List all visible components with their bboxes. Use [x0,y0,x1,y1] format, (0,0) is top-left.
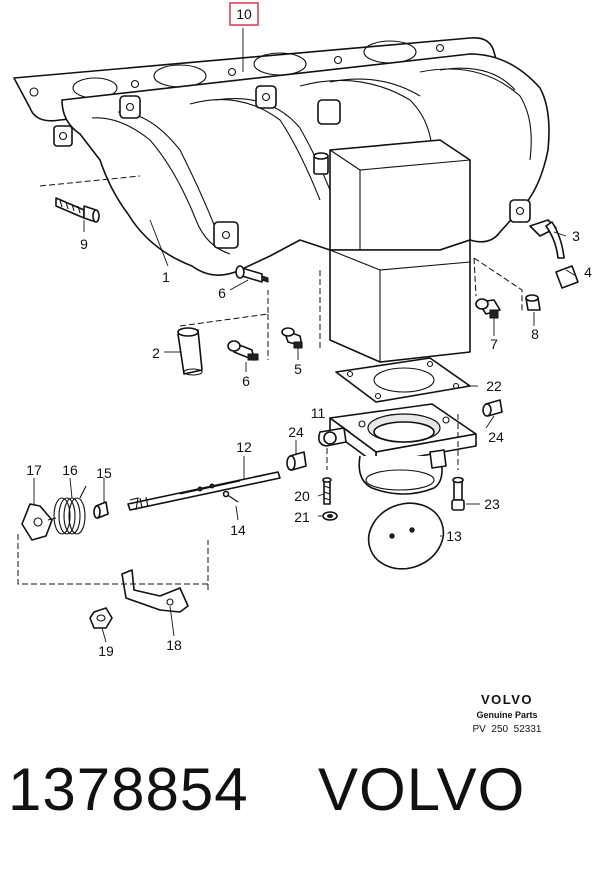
stamp-code: PV 250 52331 [473,724,542,735]
throttle-shaft-12 [127,471,281,511]
callout-22: 22 [486,378,502,394]
callout-8: 8 [531,326,539,342]
fitting-5 [281,327,303,349]
fitting-6-upper [235,265,269,283]
sleeve-2 [177,327,203,376]
callout-3: 3 [572,228,580,244]
fitting-7 [475,298,501,319]
callout-5: 5 [294,361,302,377]
callout-7: 7 [490,336,498,352]
throttle-gasket-22 [335,357,471,403]
callout-1: 1 [162,269,170,285]
callout-2: 2 [152,345,160,361]
assembly-line-2 [179,290,269,327]
assembly-line-5 [473,257,523,312]
callout-24-left: 24 [288,424,304,440]
callout-9: 9 [80,236,88,252]
stamp-subtitle: Genuine Parts [476,710,537,720]
exploded-parts-diagram: 10 1 9 6 2 6 5 3 4 7 8 22 11 24 24 12 17… [13,2,592,735]
callout-23: 23 [484,496,500,512]
leader-lines [33,28,577,643]
callout-15: 15 [96,465,112,481]
bushing-24-right [482,399,503,417]
assembly-line-1 [39,175,141,187]
callout-12: 12 [236,439,252,455]
callout-16: 16 [62,462,78,478]
callout-4: 4 [584,264,592,280]
bolt-23 [451,476,465,511]
callout-11: 11 [311,405,326,421]
temperature-sensor-3 [529,219,565,259]
bracket-18 [121,569,189,613]
screw-14 [222,490,239,503]
callout-17: 17 [26,462,42,478]
fitting-8 [525,294,541,311]
fitting-6-lower [227,340,259,361]
volvo-genuine-parts-stamp: VOLVO Genuine Parts PV 250 52331 [473,692,542,735]
callout-10-highlight [229,2,259,26]
stamp-brand: VOLVO [481,692,533,707]
nut-19 [89,607,113,629]
throttle-plate-13 [367,502,445,570]
bushing-24-left [286,451,307,471]
part-number: 1378854 [8,756,249,823]
connector-cap-4 [555,265,579,289]
spacer-15 [93,501,109,519]
callout-6-lower: 6 [242,373,250,389]
intake-manifold [53,53,550,363]
bolt-9 [55,197,100,223]
callout-18: 18 [166,637,182,653]
callout-19: 19 [98,643,114,659]
brand-name: VOLVO [318,756,526,823]
callout-21: 21 [294,509,310,525]
callout-14: 14 [230,522,246,538]
throttle-body-11 [318,403,477,495]
callout-24-right: 24 [488,429,504,445]
callout-6-upper: 6 [218,285,226,301]
bolt-20 [322,477,332,505]
spring-16 [47,485,87,535]
lever-17 [21,503,53,541]
callout-10: 10 [236,6,252,22]
callout-20: 20 [294,488,310,504]
assembly-line-6 [17,534,209,590]
callout-13: 13 [446,528,462,544]
washer-21 [322,511,338,521]
